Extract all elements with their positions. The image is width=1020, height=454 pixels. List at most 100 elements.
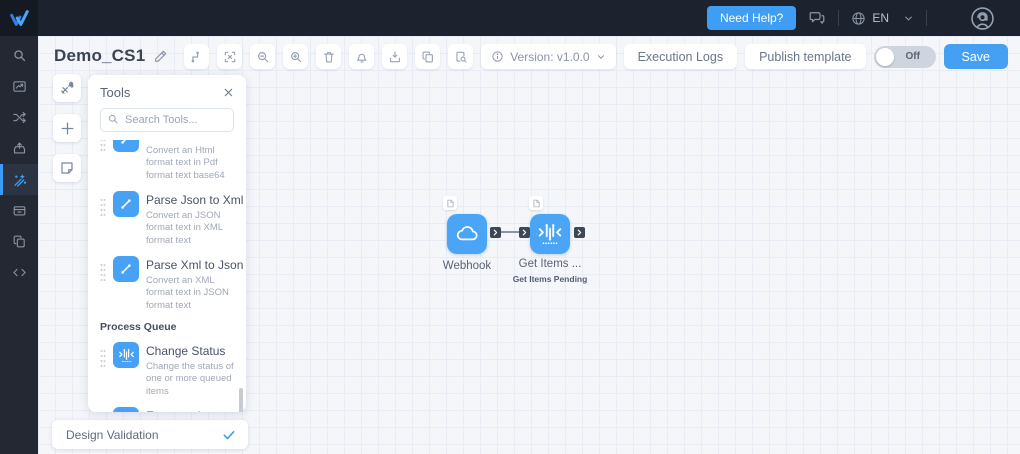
version-label: Version: v1.0.0 [510,49,590,64]
analytics-icon [12,81,26,92]
mini-toolbar [53,74,81,182]
tool-desc: Change the status of one or more queued … [146,361,234,397]
globe-icon [851,11,866,26]
zoom-out-button[interactable] [250,44,276,69]
topbar-divider [926,10,927,26]
check-icon [222,428,236,442]
note-icon [61,162,73,174]
scrollbar-thumb[interactable] [239,388,243,412]
getitems-input-port[interactable] [519,227,530,238]
tools-panel: Tools Parse Html [88,75,246,412]
canvas-toolbar: Version: v1.0.0 Execution Logs Publish t… [184,44,1008,69]
sidebar-item-code[interactable] [0,257,38,288]
drag-handle-icon [100,140,106,151]
queue-icon [113,407,139,412]
chevron-down-icon[interactable] [903,13,914,24]
notifications-button[interactable] [349,44,375,69]
search-icon [13,50,25,62]
zoom-in-icon [290,51,301,62]
execution-logs-button[interactable]: Execution Logs [623,44,738,69]
node-webhook[interactable] [447,214,487,254]
tool-title: Change Status [146,344,226,359]
design-validation-bar[interactable]: Design Validation [52,420,248,449]
tools-icon [61,81,74,94]
tool-item-enqueue-items[interactable]: Enqueue Items Enqueue Items on a specifi… [100,407,236,412]
tool-title: Parse Html To Pdf [146,140,242,142]
sidebar-item-copy[interactable] [0,226,38,257]
archive-icon [13,206,25,216]
left-sidebar [0,36,38,454]
publish-template-button[interactable]: Publish template [745,44,866,69]
getitems-node-log-icon[interactable] [529,196,543,210]
chat-icon[interactable] [808,9,826,27]
link-icon [113,140,139,152]
tools-panel-button[interactable] [53,74,81,102]
sidebar-item-analytics[interactable] [0,71,38,102]
workflow-active-toggle[interactable]: Off [873,45,936,68]
sidebar-item-search[interactable] [0,40,38,71]
tool-item-parse-html-to-pdf[interactable]: Parse Html To Pdf Convert an Html format… [100,140,242,182]
brand-logo[interactable] [0,0,38,36]
tool-item-parse-xml-to-json[interactable]: Parse Xml to Json Convert an XML format … [100,256,243,312]
tool-item-parse-json-to-xml[interactable]: Parse Json to Xml Convert an JSON format… [100,191,243,247]
webhook-node-log-icon[interactable] [443,196,457,210]
connector-style-button[interactable] [184,44,210,69]
add-node-button[interactable] [53,114,81,142]
fit-view-button[interactable] [217,44,243,69]
fit-view-icon [224,51,235,62]
edge-webhook-to-getitems[interactable] [501,231,519,233]
tools-panel-title: Tools [100,85,131,100]
sidebar-item-designer[interactable] [0,164,38,195]
logo-icon [10,10,29,26]
node-get-items[interactable] [530,214,570,254]
design-validation-label: Design Validation [66,427,159,442]
getitems-output-port[interactable] [574,227,585,238]
page-title: Demo_CS1 [54,46,146,65]
user-avatar-icon[interactable] [969,5,996,32]
publish-box-icon [13,142,25,154]
tool-title: Parse Xml to Json [146,258,244,273]
getitems-node-label: Get Items ... [518,258,582,270]
topbar-divider [838,10,840,26]
tools-section-label: Process Queue [100,321,177,334]
tool-item-change-status[interactable]: Change Status Change the status of one o… [100,342,236,398]
close-icon [224,88,233,97]
delete-button[interactable] [316,44,342,69]
save-button[interactable]: Save [943,44,1008,69]
flow-canvas[interactable]: Demo_CS1 [38,36,1020,454]
tools-list[interactable]: Parse Html To Pdf Convert an Html format… [88,140,246,412]
tools-search-input[interactable] [100,108,234,132]
tool-desc: Convert an JSON format text in XML forma… [146,210,223,246]
import-button[interactable] [382,44,408,69]
zoom-out-icon [257,51,268,62]
notifications-icon [356,53,367,63]
shuffle-icon [12,111,26,124]
duplicate-icon [422,50,433,63]
edit-title-icon[interactable] [153,48,169,64]
drag-handle-icon [100,199,106,217]
close-tools-panel-button[interactable] [223,87,234,98]
tool-desc: Convert an Html format text in Pdf forma… [146,145,225,181]
zoom-in-button[interactable] [283,44,309,69]
magic-wand-icon [14,174,27,187]
webhook-output-port[interactable] [490,227,501,238]
add-icon [61,122,73,134]
version-dropdown[interactable]: Version: v1.0.0 [481,44,616,69]
copy-icon [13,235,25,248]
link-icon [113,256,139,283]
topbar-actions: Need Help? EN [706,5,1020,32]
preview-button[interactable] [448,44,474,69]
chevron-down-icon [597,54,604,59]
sidebar-item-archive[interactable] [0,195,38,226]
tool-title: Parse Json to Xml [146,193,244,208]
language-selector[interactable]: EN [851,11,889,26]
workflow-title: Demo_CS1 [54,46,169,66]
topbar: Need Help? EN [0,0,1020,36]
queue-icon [113,342,139,369]
language-label: EN [872,11,889,25]
sidebar-item-shuffle[interactable] [0,102,38,133]
notes-button[interactable] [53,154,81,182]
sidebar-item-publish[interactable] [0,133,38,164]
duplicate-button[interactable] [415,44,441,69]
need-help-button[interactable]: Need Help? [706,6,797,30]
